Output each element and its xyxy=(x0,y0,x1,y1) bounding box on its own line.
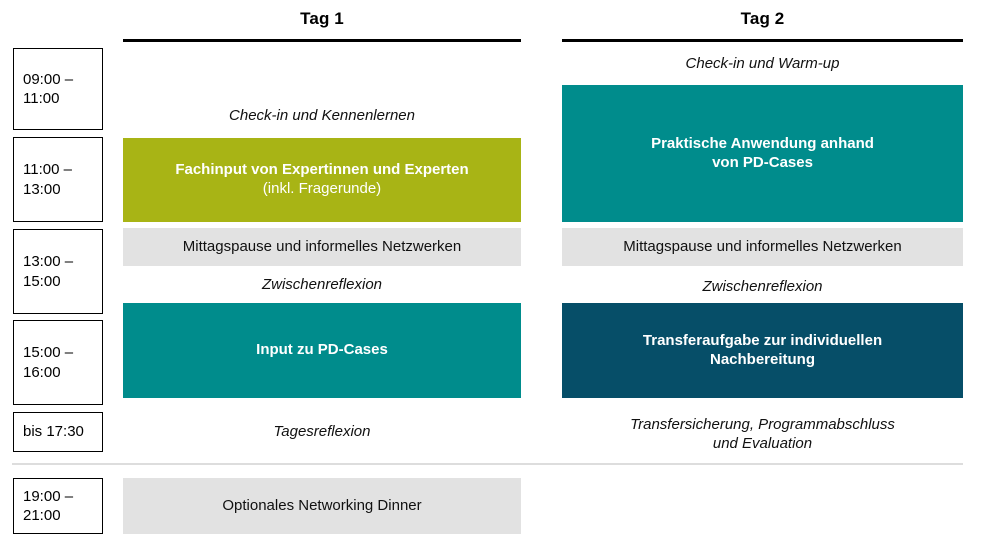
time-slot-bis-1730: bis 17:30 xyxy=(13,412,103,452)
time-slot-09-11: 09:00 – 11:00 xyxy=(13,48,103,130)
day-1-title: Tag 1 xyxy=(300,9,344,28)
day2-abschluss-label: Transfersicherung, Programmabschluss und… xyxy=(630,415,895,453)
day1-checkin-label: Check-in und Kennenlernen xyxy=(229,107,415,125)
time-slot-13-15: 13:00 – 15:00 xyxy=(13,229,103,314)
day1-fachinput-subtitle: (inkl. Fragerunde) xyxy=(262,180,382,197)
day2-transferaufgabe-block: Transferaufgabe zur individuellen Nachbe… xyxy=(562,303,963,398)
day1-zwischenreflexion-label: Zwischenreflexion xyxy=(261,276,383,294)
day1-lunch-block: Mittagspause und informelles Netzwerken xyxy=(123,228,521,266)
time-slot-19-21: 19:00 – 21:00 xyxy=(13,478,103,534)
day-2-title: Tag 2 xyxy=(740,9,785,28)
day1-dinner-block: Optionales Networking Dinner xyxy=(123,478,521,534)
day2-praktische-anwendung-block: Praktische Anwendung anhand von PD-Cases xyxy=(562,85,963,222)
day2-lunch-block: Mittagspause und informelles Netzwerken xyxy=(562,228,963,266)
day-1-header-rule xyxy=(123,39,521,42)
time-slot-11-13: 11:00 – 13:00 xyxy=(13,137,103,222)
day1-tagesreflexion-label: Tagesreflexion xyxy=(273,423,371,441)
day1-input-pd-cases-block: Input zu PD-Cases xyxy=(123,303,521,398)
day2-zwischenreflexion-label: Zwischenreflexion xyxy=(702,278,823,296)
time-slot-15-16: 15:00 – 16:00 xyxy=(13,320,103,405)
day1-fachinput-title: Fachinput von Expertinnen und Experten xyxy=(175,161,469,179)
day-2-header-rule xyxy=(562,39,963,42)
day1-fachinput-block: Fachinput von Expertinnen und Experten (… xyxy=(123,138,521,222)
evening-section-separator xyxy=(12,463,963,465)
day2-checkin-label: Check-in und Warm-up xyxy=(685,55,840,73)
